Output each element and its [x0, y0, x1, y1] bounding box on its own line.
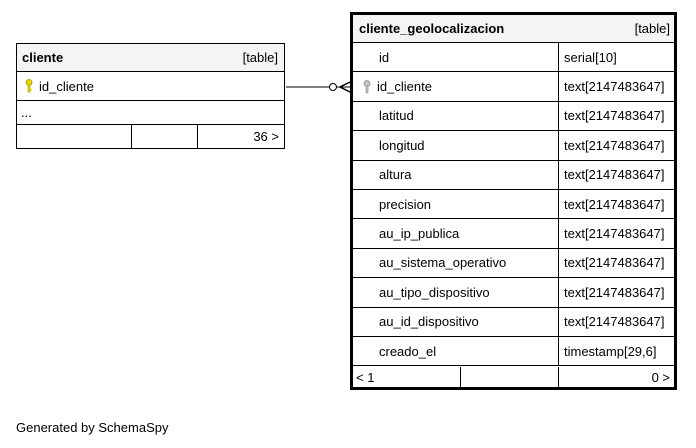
table-name: cliente_geolocalizacion [359, 21, 505, 36]
table-cliente-geolocalizacion[interactable]: cliente_geolocalizacion [table] id serial… [350, 12, 677, 390]
footer-cell-left [17, 125, 132, 148]
column-name-cell: creado_el [353, 337, 559, 366]
table-row[interactable]: au_sistema_operativo text[2147483647] [353, 248, 674, 279]
column-name: id_cliente [39, 78, 94, 94]
column-name: longitud [379, 137, 425, 153]
column-name: au_ip_publica [379, 226, 460, 242]
table-cliente[interactable]: cliente [table] id_cliente ... 36 > [16, 43, 285, 149]
table-name: cliente [22, 50, 64, 65]
relationship-optional-circle [329, 83, 337, 91]
column-name-cell: precision [353, 190, 559, 219]
table-row[interactable]: au_ip_publica text[2147483647] [353, 219, 674, 249]
table-row[interactable]: au_tipo_dispositivo text[2147483647] [353, 278, 674, 308]
footer-cell-middle [132, 125, 198, 148]
column-type: text[2147483647] [564, 284, 665, 300]
column-name: latitud [379, 108, 414, 124]
column-name-cell: id_cliente [353, 72, 559, 101]
column-name-cell: longitud [353, 131, 559, 160]
table-row[interactable]: longitud text[2147483647] [353, 131, 674, 161]
child-count-link[interactable]: 36 > [253, 129, 279, 144]
column-name-cell: au_tipo_dispositivo [353, 278, 559, 307]
table-type-label: [table] [634, 21, 670, 36]
table-type-label: [table] [242, 50, 278, 65]
table-row[interactable]: au_id_dispositivo text[2147483647] [353, 307, 674, 337]
column-type: text[2147483647] [564, 108, 665, 124]
column-name-cell: au_id_dispositivo [353, 307, 559, 336]
column-type: text[2147483647] [564, 167, 665, 183]
parent-count-link[interactable]: < 1 [353, 367, 461, 387]
ellipsis-text: ... [21, 105, 32, 120]
column-type: text[2147483647] [564, 314, 665, 330]
column-name-cell: id [353, 43, 559, 72]
child-count-link[interactable]: 0 > [651, 369, 670, 385]
column-name: id_cliente [377, 79, 432, 95]
column-name: au_id_dispositivo [379, 314, 479, 330]
column-name: au_sistema_operativo [379, 255, 507, 271]
table-row[interactable]: altura text[2147483647] [353, 160, 674, 190]
column-name: altura [379, 167, 412, 183]
column-name: au_tipo_dispositivo [379, 284, 490, 300]
column-type: text[2147483647] [564, 255, 665, 271]
table-row[interactable]: creado_el timestamp[29,6] [353, 337, 674, 367]
column-name-cell: id_cliente [25, 72, 94, 100]
table-row[interactable]: id_cliente text[2147483647] [353, 72, 674, 102]
column-type: text[2147483647] [564, 226, 665, 242]
column-name-cell: au_ip_publica [353, 219, 559, 248]
column-name-cell: altura [353, 160, 559, 189]
table-header: cliente_geolocalizacion [table] [353, 15, 674, 43]
column-name-cell: au_sistema_operativo [353, 248, 559, 278]
footer-cell-middle [461, 367, 559, 387]
table-header: cliente [table] [17, 44, 284, 72]
column-type: serial[10] [564, 49, 617, 65]
table-row[interactable]: id serial[10] [353, 43, 674, 73]
table-ellipsis-row: ... [17, 101, 284, 125]
table-row[interactable]: precision text[2147483647] [353, 190, 674, 220]
table-row[interactable]: latitud text[2147483647] [353, 101, 674, 132]
foreign-key-icon [363, 79, 371, 93]
generated-by-footer: Generated by SchemaSpy [16, 420, 169, 435]
table-row[interactable]: id_cliente [17, 72, 284, 101]
table-footer: 36 > [17, 125, 284, 148]
crows-foot-icon [338, 81, 351, 93]
primary-key-icon [25, 79, 33, 93]
table-footer: < 1 0 > [353, 367, 674, 387]
column-type: text[2147483647] [564, 196, 665, 212]
column-type: text[2147483647] [564, 79, 665, 95]
column-name: creado_el [379, 343, 437, 359]
column-type: timestamp[29,6] [564, 343, 657, 359]
column-name: id [379, 49, 390, 65]
column-name-cell: latitud [353, 101, 559, 131]
column-type: text[2147483647] [564, 137, 665, 153]
column-name: precision [379, 196, 432, 212]
